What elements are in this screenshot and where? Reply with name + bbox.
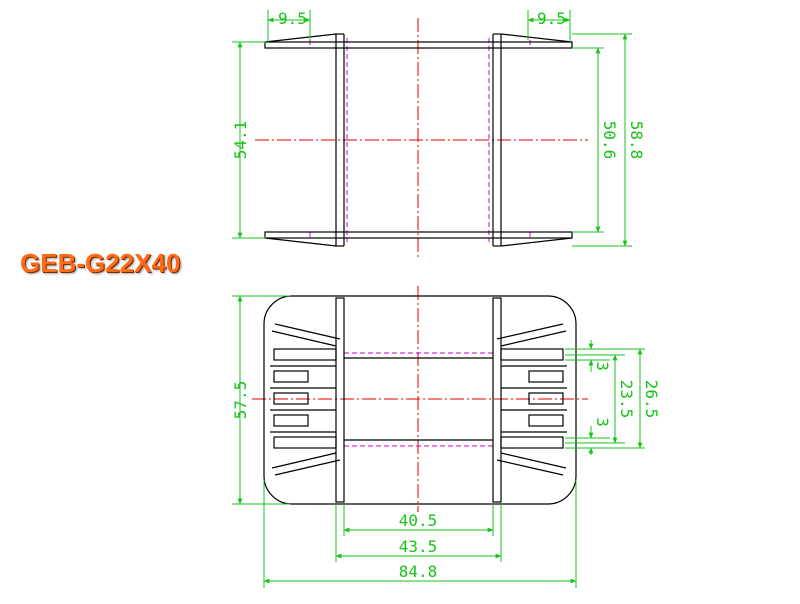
dim-height-bottom: 57.5 bbox=[231, 381, 250, 420]
bottom-outline bbox=[263, 295, 577, 505]
dim-height-top: 54.1 bbox=[231, 121, 250, 160]
dim-outer-pin-span: 26.5 bbox=[642, 380, 661, 419]
dim-inner-height: 50.6 bbox=[600, 121, 619, 160]
dim-flange-left: 9.5 bbox=[278, 9, 307, 28]
dim-outer-height: 58.8 bbox=[627, 121, 646, 160]
top-view: 9.5 9.5 54.1 50.6 58.8 bbox=[231, 9, 646, 258]
bottom-centerlines bbox=[252, 286, 588, 512]
dim-pin-pitch-bottom: 3 bbox=[593, 417, 612, 427]
dim-flange-right: 9.5 bbox=[537, 9, 566, 28]
bottom-hidden-lines bbox=[344, 352, 493, 447]
part-number-label: GEB-G22X40 bbox=[20, 248, 181, 278]
dim-pin-pitch-top: 3 bbox=[593, 361, 612, 371]
bottom-view: 57.5 3 3 23.5 26.5 40.5 43.5 84.8 bbox=[231, 286, 661, 588]
top-outline bbox=[264, 33, 573, 247]
dim-total-width: 84.8 bbox=[399, 562, 438, 581]
top-centerlines bbox=[255, 18, 588, 258]
dim-wall-width: 43.5 bbox=[399, 537, 438, 556]
top-dimension-lines bbox=[232, 10, 632, 247]
bottom-dimension-lines bbox=[232, 295, 645, 588]
dim-inner-width: 40.5 bbox=[399, 511, 438, 530]
dim-inner-pin-span: 23.5 bbox=[617, 380, 636, 419]
top-hidden-lines bbox=[309, 38, 531, 242]
